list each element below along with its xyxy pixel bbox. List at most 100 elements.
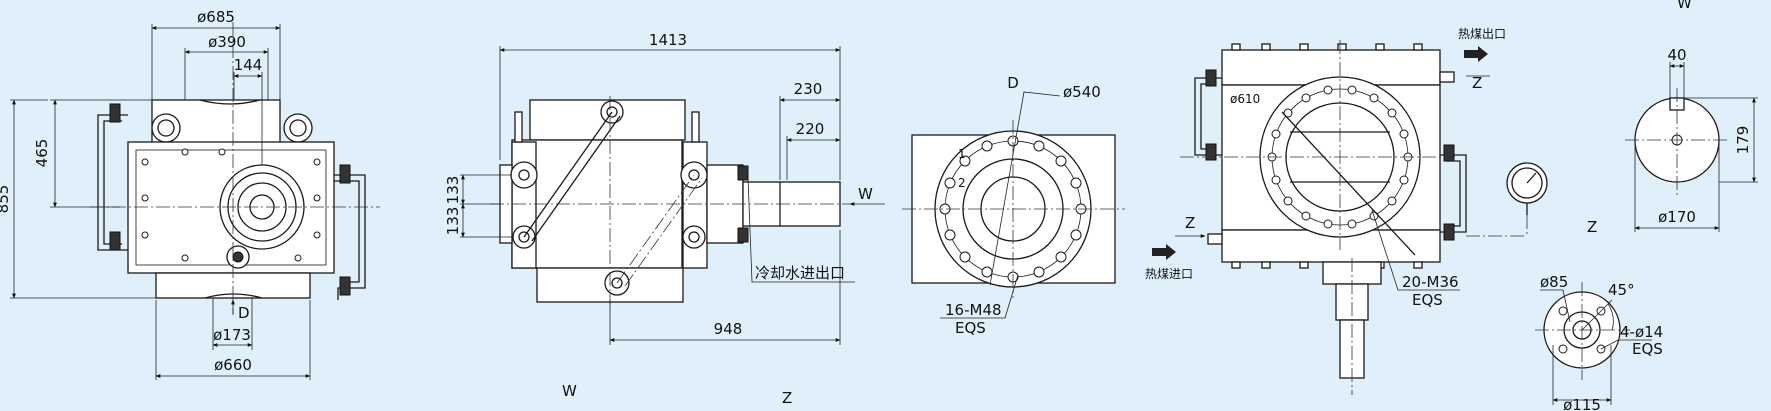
- dim-144: 144: [234, 56, 263, 74]
- side-boss-core: [611, 277, 623, 289]
- side-hidden-link: [616, 174, 695, 284]
- side-boss: [682, 225, 706, 249]
- dim-855: 855: [0, 185, 12, 214]
- dim-d115: ø115: [1563, 396, 1601, 411]
- bolt-hole: [294, 254, 302, 262]
- bolt-hole: [1271, 129, 1281, 139]
- hole-number-2: 2: [958, 176, 966, 190]
- bolt-head: [1375, 43, 1385, 51]
- dim-d685: ø685: [197, 8, 235, 26]
- rear-d610-leader: [1281, 111, 1416, 256]
- dim-179: 179: [1734, 126, 1752, 155]
- side-boss-core: [518, 231, 530, 243]
- bolt-hole: [181, 254, 189, 262]
- bolt-callout-eqs: EQS: [1412, 291, 1443, 309]
- front-top-curve: [199, 99, 261, 105]
- bolt-hole: [1347, 219, 1357, 229]
- bolt-hole: [1387, 108, 1397, 118]
- hot-coal-outlet-label: 热煤出口: [1458, 27, 1506, 41]
- bolt-hole: [1033, 140, 1045, 152]
- rear-left-pipe-flange: [1205, 143, 1217, 161]
- side-boss-core: [606, 106, 618, 118]
- rear-right-pipe-flange: [1443, 144, 1455, 162]
- bolt-head: [1299, 261, 1309, 269]
- dim-220: 220: [796, 120, 825, 138]
- bolt-hole: [981, 140, 993, 152]
- bolt-hole: [1271, 175, 1281, 185]
- bolt-hole: [313, 231, 321, 239]
- bolt-hole: [141, 158, 149, 166]
- rear-outlet-port: [1439, 71, 1455, 83]
- outlet-arrow-icon: [1464, 46, 1488, 62]
- dim-1413: 1413: [649, 31, 687, 49]
- bolt-hole: [1301, 93, 1311, 103]
- rear-left-pipe: [1194, 77, 1222, 156]
- view-d-label: D: [1007, 74, 1019, 92]
- bolt-hole: [944, 177, 956, 189]
- dim-230: 230: [794, 80, 823, 98]
- bottom-label-w: W: [562, 382, 577, 400]
- rear-right-pipe-inner: [1446, 160, 1461, 227]
- bolt-callout-eqs: EQS: [955, 319, 986, 337]
- bolt-hole: [1369, 93, 1379, 103]
- bolt-hole: [313, 194, 321, 202]
- view-d-d540-leader: [989, 91, 1061, 286]
- view-z-angle-arc: [1607, 303, 1614, 331]
- front-top-right-boss-bore: [289, 119, 307, 137]
- inlet-arrow-icon: [1152, 244, 1176, 260]
- bolt-head: [1231, 43, 1241, 51]
- bolt-head: [1413, 43, 1423, 51]
- bolt-hole: [1558, 344, 1568, 354]
- bolt-head: [1231, 261, 1241, 269]
- view-z-callout-leader: [1600, 339, 1652, 350]
- dim-d85: ø85: [1540, 273, 1568, 291]
- side-boss-core: [688, 231, 700, 243]
- rear-left-pipe-inner: [1200, 83, 1216, 150]
- front-left-pipe-flange-bottom: [109, 231, 121, 251]
- dim-133-b: 133: [444, 207, 462, 236]
- front-right-pipe: [334, 174, 366, 300]
- dim-45deg: 45°: [1608, 281, 1635, 299]
- dim-d660: ø660: [214, 356, 252, 374]
- bolt-hole: [218, 148, 226, 156]
- view-z-d85-leader: [1540, 289, 1571, 323]
- side-right-flange: [682, 141, 708, 269]
- dim-d610: ø610: [1230, 92, 1260, 106]
- side-boss: [510, 161, 538, 189]
- bolt-hole: [959, 155, 971, 167]
- front-top-right-boss: [283, 113, 313, 143]
- cooling-leader: [747, 177, 855, 283]
- bolt-hole: [313, 158, 321, 166]
- bolt-hole: [1323, 219, 1333, 229]
- front-left-pipe-flange-top: [109, 103, 121, 123]
- view-z-angle-line: [1581, 299, 1613, 331]
- rear-view: ø610 热煤出口 Z 热煤进口 Z 20-M36 EQS: [1145, 27, 1548, 395]
- cooling-port-label: 冷却水进出口: [755, 264, 845, 282]
- bolt-hole: [141, 231, 149, 239]
- front-right-pipe-flange-top: [339, 164, 351, 184]
- view-d-callout-leader: [940, 274, 1019, 319]
- bolt-hole: [1399, 175, 1409, 185]
- bolt-hole: [1055, 155, 1067, 167]
- front-view: ø685 ø390 144 465 855 ø173 ø660 D: [0, 8, 380, 380]
- bolt-hole: [944, 229, 956, 241]
- dim-d390: ø390: [208, 33, 246, 51]
- front-top-left-boss: [151, 113, 181, 143]
- bolt-callout-20-m36: 20-M36: [1402, 273, 1459, 291]
- bolt-hole: [981, 266, 993, 278]
- side-view: 1413 230 220 133 133 948 冷却水进出口 W: [444, 31, 885, 345]
- z-mark-left: Z: [1185, 214, 1195, 232]
- front-right-pipe-inner: [334, 180, 360, 283]
- dim-d173: ø173: [213, 326, 251, 344]
- bolt-hole: [1070, 229, 1082, 241]
- pressure-gauge-dial: [1511, 167, 1543, 199]
- view-z-label: Z: [1587, 218, 1597, 236]
- front-bolt-pattern: [141, 148, 321, 262]
- side-boss-core: [688, 169, 700, 181]
- bolt-hole: [1033, 266, 1045, 278]
- bolt-head: [1261, 43, 1271, 51]
- side-link-b: [531, 115, 621, 242]
- front-small-gear-hub: [232, 251, 244, 263]
- side-cooling-port-bottom: [737, 227, 749, 243]
